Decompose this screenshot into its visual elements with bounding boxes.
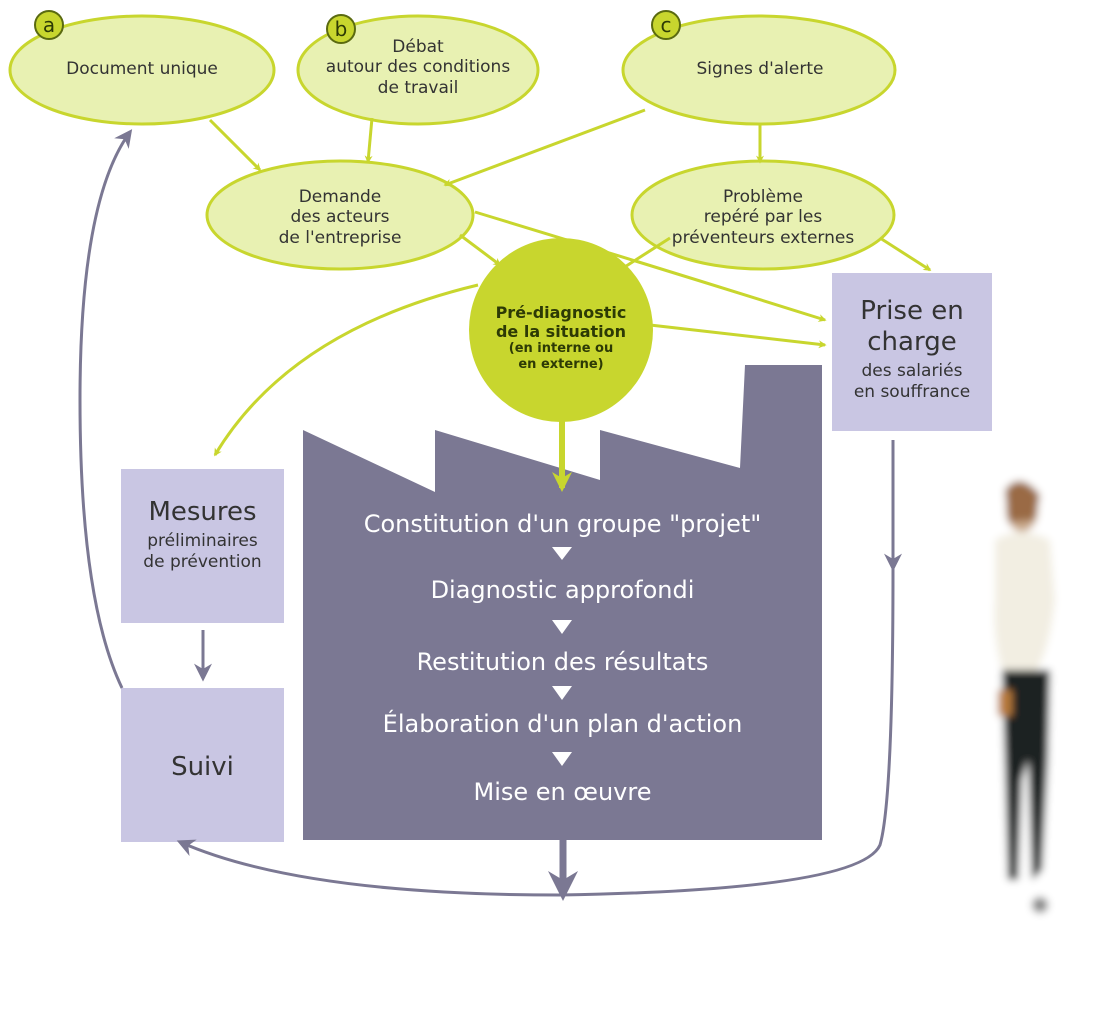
badge-a: a: [34, 10, 64, 40]
badge-c: c: [651, 10, 681, 40]
factory-step-2: Diagnostic approfondi: [430, 576, 695, 604]
prediag-text: Pré-diagnostic de la situation (en inter…: [476, 303, 646, 373]
factory-step-1: Constitution d'un groupe "projet": [363, 510, 762, 538]
mesures-line2: préliminaires: [147, 531, 258, 552]
prediag-line1: Pré-diagnostic: [495, 303, 627, 322]
mesures-text: Mesures préliminaires de prévention: [121, 497, 284, 572]
node-a-label: Document unique: [66, 59, 218, 79]
node-b-ellipse: [296, 14, 540, 126]
badge-b: b: [326, 14, 356, 44]
demande-line3: de l'entreprise: [278, 227, 402, 248]
prediag-line2: de la situation: [495, 322, 627, 342]
mesures-line3: de prévention: [143, 551, 262, 572]
prise-text: Prise en charge des salariés en souffran…: [832, 296, 992, 402]
mesures-line1: Mesures: [148, 497, 257, 527]
probleme-line3: préventeurs externes: [671, 227, 855, 248]
purple-arrows: [78, 129, 902, 901]
person-photo: [940, 440, 1119, 1026]
node-b-line2: autour des conditions: [325, 57, 511, 78]
demande-line1: Demande: [298, 187, 382, 207]
prediag-line3: (en interne ou: [508, 341, 614, 357]
probleme-line1: Problème: [723, 187, 803, 207]
prediag-circle: [469, 238, 653, 422]
suivi-label: Suivi: [171, 752, 234, 782]
prise-box: [832, 273, 992, 431]
green-arrows: [208, 108, 932, 492]
demande-ellipse: [205, 159, 475, 271]
prise-line1: Prise en: [860, 296, 964, 326]
suivi-box: [121, 688, 284, 842]
node-c-label: Signes d'alerte: [696, 59, 824, 79]
factory-step-3: Restitution des résultats: [416, 648, 709, 676]
demande-line2: des acteurs: [290, 207, 390, 228]
factory-step-5: Mise en œuvre: [473, 778, 652, 806]
step-chevrons: [552, 547, 572, 766]
demande-text: Demande des acteurs de l'entreprise: [220, 187, 460, 248]
node-b-text: Débat autour des conditions de travail: [298, 37, 538, 98]
probleme-line2: repéré par les: [703, 207, 823, 228]
prise-line2: charge: [867, 327, 957, 358]
node-b-line1: Débat: [392, 37, 444, 57]
probleme-text: Problème repéré par les préventeurs exte…: [643, 187, 883, 248]
node-b-line3: de travail: [377, 77, 459, 98]
factory-shape: [303, 365, 822, 840]
prise-line4: en souffrance: [853, 381, 971, 402]
factory-step-4: Élaboration d'un plan d'action: [382, 710, 743, 738]
prise-line3: des salariés: [861, 361, 963, 382]
prediag-line4: en externe): [518, 356, 604, 372]
mesures-box: [121, 469, 284, 623]
node-a-ellipse: [8, 14, 276, 126]
